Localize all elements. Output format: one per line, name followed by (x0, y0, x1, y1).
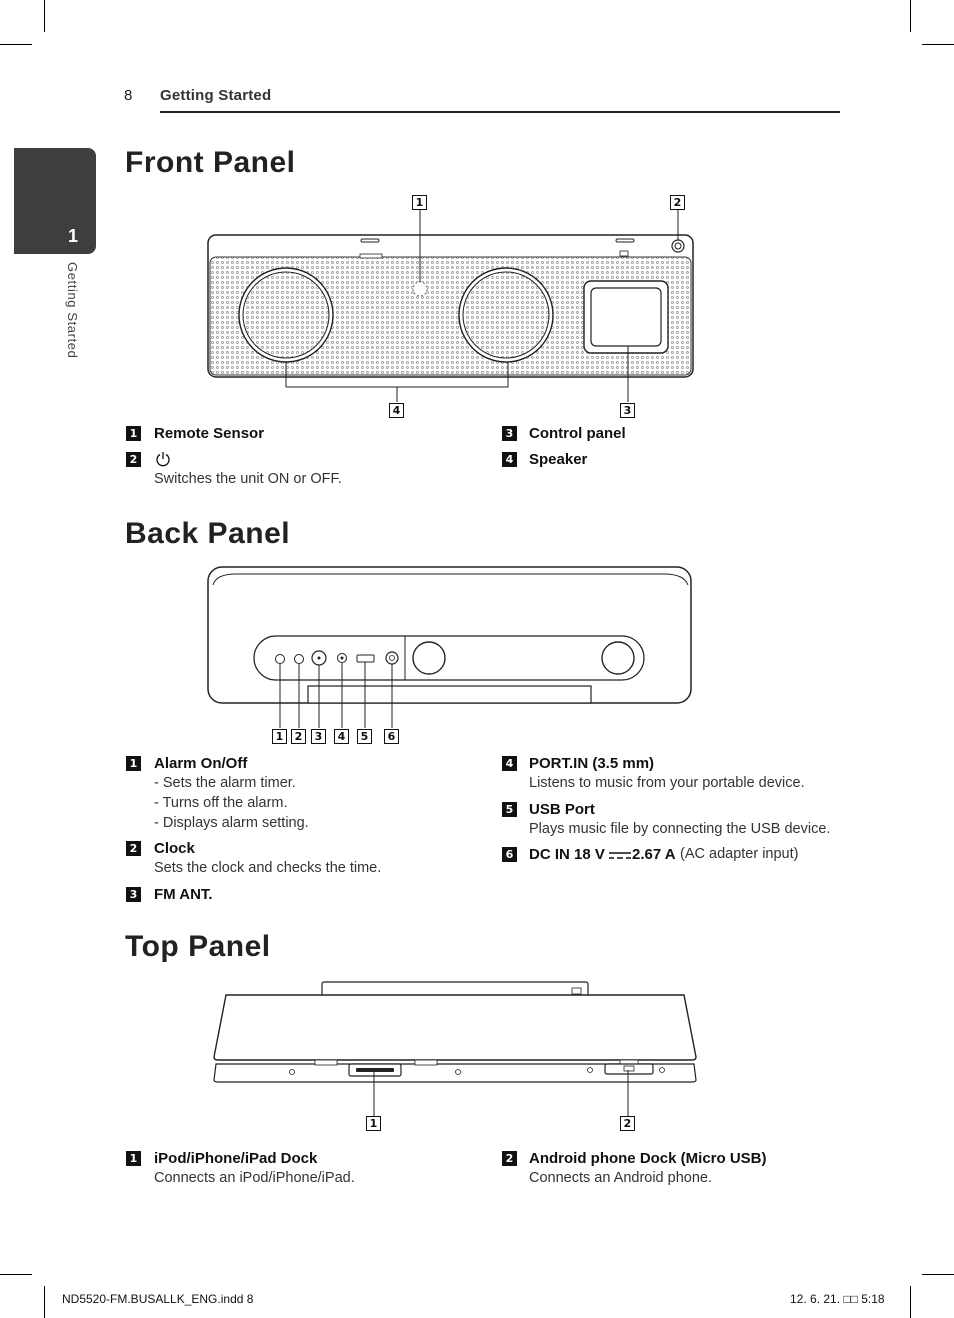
front-item-num-3: 3 (502, 426, 517, 441)
top-panel-diagram (213, 981, 697, 1116)
back-item-desc-6: (AC adapter input) (680, 846, 799, 862)
back-item-title-3: FM ANT. (154, 886, 213, 903)
front-callout-4: 4 (389, 403, 404, 418)
front-panel-title: Front Panel (125, 146, 296, 179)
top-item-title-1: iPod/iPhone/iPad Dock (154, 1150, 318, 1167)
back-item-title-2: Clock (154, 840, 195, 857)
front-item-title-1: Remote Sensor (154, 425, 265, 442)
front-callout-3: 3 (620, 403, 635, 418)
crop-mark (910, 0, 911, 32)
back-item-title-6a: DC IN 18 V (529, 846, 605, 863)
header-section-title: Getting Started (160, 87, 272, 104)
back-callout-1: 1 (272, 729, 287, 744)
crop-mark (44, 1286, 45, 1318)
back-panel-diagram (207, 566, 692, 728)
dc-symbol-icon (609, 852, 631, 859)
top-callout-2: 2 (620, 1116, 635, 1131)
front-item-num-1: 1 (126, 426, 141, 441)
chapter-tab (14, 148, 96, 254)
back-callout-3: 3 (311, 729, 326, 744)
back-item-desc-1a: - Sets the alarm timer. (154, 775, 296, 791)
top-item-num-1: 1 (126, 1151, 141, 1166)
back-item-num-1: 1 (126, 756, 141, 771)
power-icon (156, 452, 170, 467)
front-callout-1: 1 (412, 195, 427, 210)
front-item-desc-2: Switches the unit ON or OFF. (154, 471, 342, 487)
top-item-title-2: Android phone Dock (Micro USB) (529, 1150, 767, 1167)
back-item-num-3: 3 (126, 887, 141, 902)
back-item-title-1: Alarm On/Off (154, 755, 248, 772)
chapter-number: 1 (68, 226, 79, 246)
front-callout-2: 2 (670, 195, 685, 210)
back-item-desc-4: Listens to music from your portable devi… (529, 775, 805, 791)
page-number: 8 (124, 87, 133, 104)
front-item-num-4: 4 (502, 452, 517, 467)
back-item-desc-5: Plays music file by connecting the USB d… (529, 821, 831, 837)
back-item-num-5: 5 (502, 802, 517, 817)
crop-mark (910, 1286, 911, 1318)
crop-mark (922, 1274, 954, 1275)
top-item-desc-1: Connects an iPod/iPhone/iPad. (154, 1170, 355, 1186)
back-item-num-2: 2 (126, 841, 141, 856)
back-item-desc-1c: - Displays alarm setting. (154, 815, 309, 831)
back-callout-5: 5 (357, 729, 372, 744)
top-item-desc-2: Connects an Android phone. (529, 1170, 712, 1186)
front-panel-diagram (207, 208, 694, 402)
crop-mark (922, 44, 954, 45)
front-item-title-3: Control panel (529, 425, 626, 442)
top-panel-title: Top Panel (125, 930, 271, 963)
crop-mark (0, 1274, 32, 1275)
back-callout-4: 4 (334, 729, 349, 744)
back-item-title-4: PORT.IN (3.5 mm) (529, 755, 655, 772)
front-item-title-4: Speaker (529, 451, 588, 468)
header-rule (160, 111, 840, 113)
back-item-title-6b: 2.67 A (632, 846, 676, 863)
back-item-desc-2: Sets the clock and checks the time. (154, 860, 382, 876)
back-panel-title: Back Panel (125, 517, 291, 550)
back-item-title-5: USB Port (529, 801, 595, 818)
footer-timestamp: 12. 6. 21. □□ 5:18 (790, 1292, 885, 1306)
back-item-num-6: 6 (502, 847, 517, 862)
back-callout-2: 2 (291, 729, 306, 744)
top-callout-1: 1 (366, 1116, 381, 1131)
crop-mark (44, 0, 45, 32)
crop-mark (0, 44, 32, 45)
top-item-num-2: 2 (502, 1151, 517, 1166)
footer-filename: ND5520-FM.BUSALLK_ENG.indd 8 (62, 1292, 254, 1306)
front-item-num-2: 2 (126, 452, 141, 467)
back-item-desc-1b: - Turns off the alarm. (154, 795, 288, 811)
back-item-num-4: 4 (502, 756, 517, 771)
back-callout-6: 6 (384, 729, 399, 744)
